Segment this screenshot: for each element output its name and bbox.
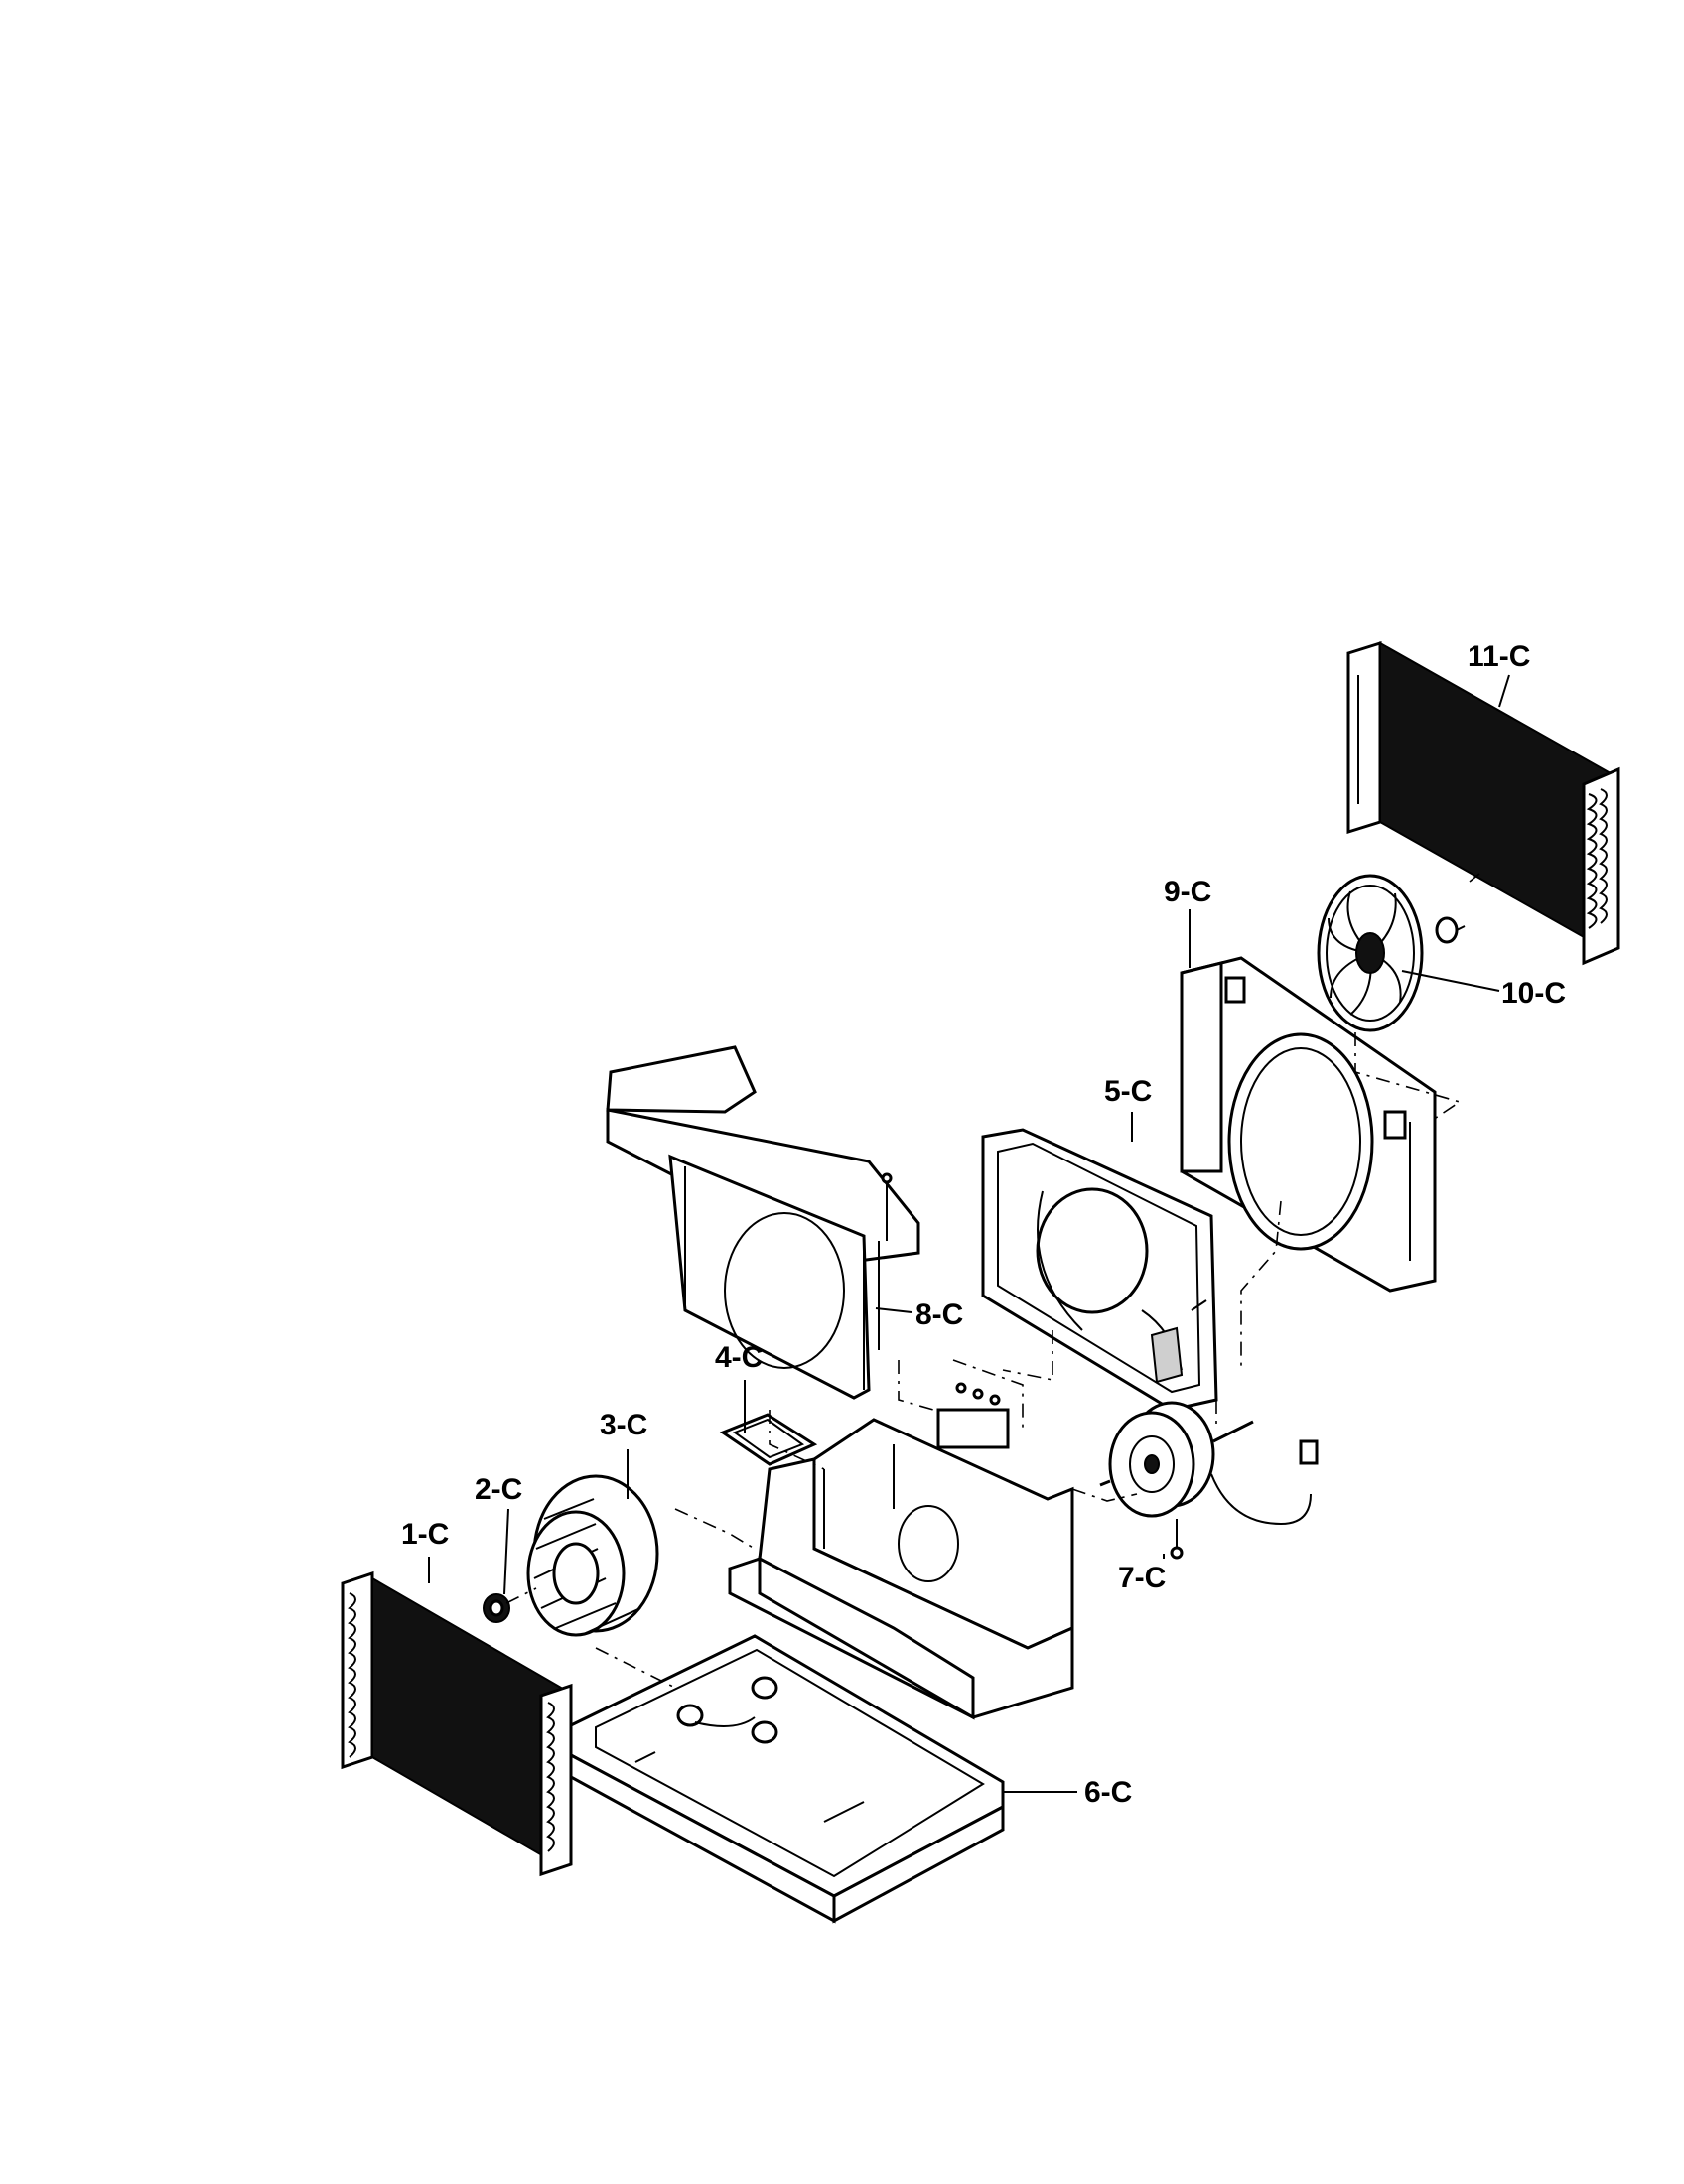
label-6c: 6-C — [1084, 1776, 1132, 1809]
fan-motor-7c — [1099, 1299, 1319, 1560]
label-7c: 7-C — [1118, 1562, 1166, 1594]
main-chassis — [728, 1382, 1074, 1720]
axial-fan-10c — [1317, 874, 1466, 1032]
base-pan-6c — [569, 1634, 1005, 1924]
nut-2c — [483, 1593, 510, 1623]
label-9c: 9-C — [1164, 876, 1211, 908]
evaporator-coil-1c — [341, 1570, 573, 1877]
blower-wheel-3c — [526, 1474, 659, 1637]
label-2c: 2-C — [475, 1473, 522, 1506]
assembly-lines — [505, 873, 1480, 1689]
leader-lines — [428, 674, 1510, 1793]
label-10c: 10-C — [1501, 977, 1566, 1010]
filter-plate-4c — [719, 1413, 818, 1466]
evaporator-housing-8c — [606, 1045, 920, 1400]
label-1c: 1-C — [401, 1518, 449, 1551]
label-5c: 5-C — [1104, 1075, 1152, 1108]
label-4c: 4-C — [715, 1341, 763, 1374]
label-11c: 11-C — [1468, 640, 1530, 673]
label-8c: 8-C — [915, 1298, 963, 1331]
condenser-coil-11c — [1346, 640, 1620, 966]
fan-shroud-9c — [1180, 956, 1437, 1293]
label-3c: 3-C — [600, 1409, 647, 1441]
part-labels: 11-C 10-C 9-C 5-C 8-C 4-C 3-C 2-C 1-C 7-… — [401, 640, 1566, 1809]
orifice-panel-5c — [981, 1128, 1218, 1412]
